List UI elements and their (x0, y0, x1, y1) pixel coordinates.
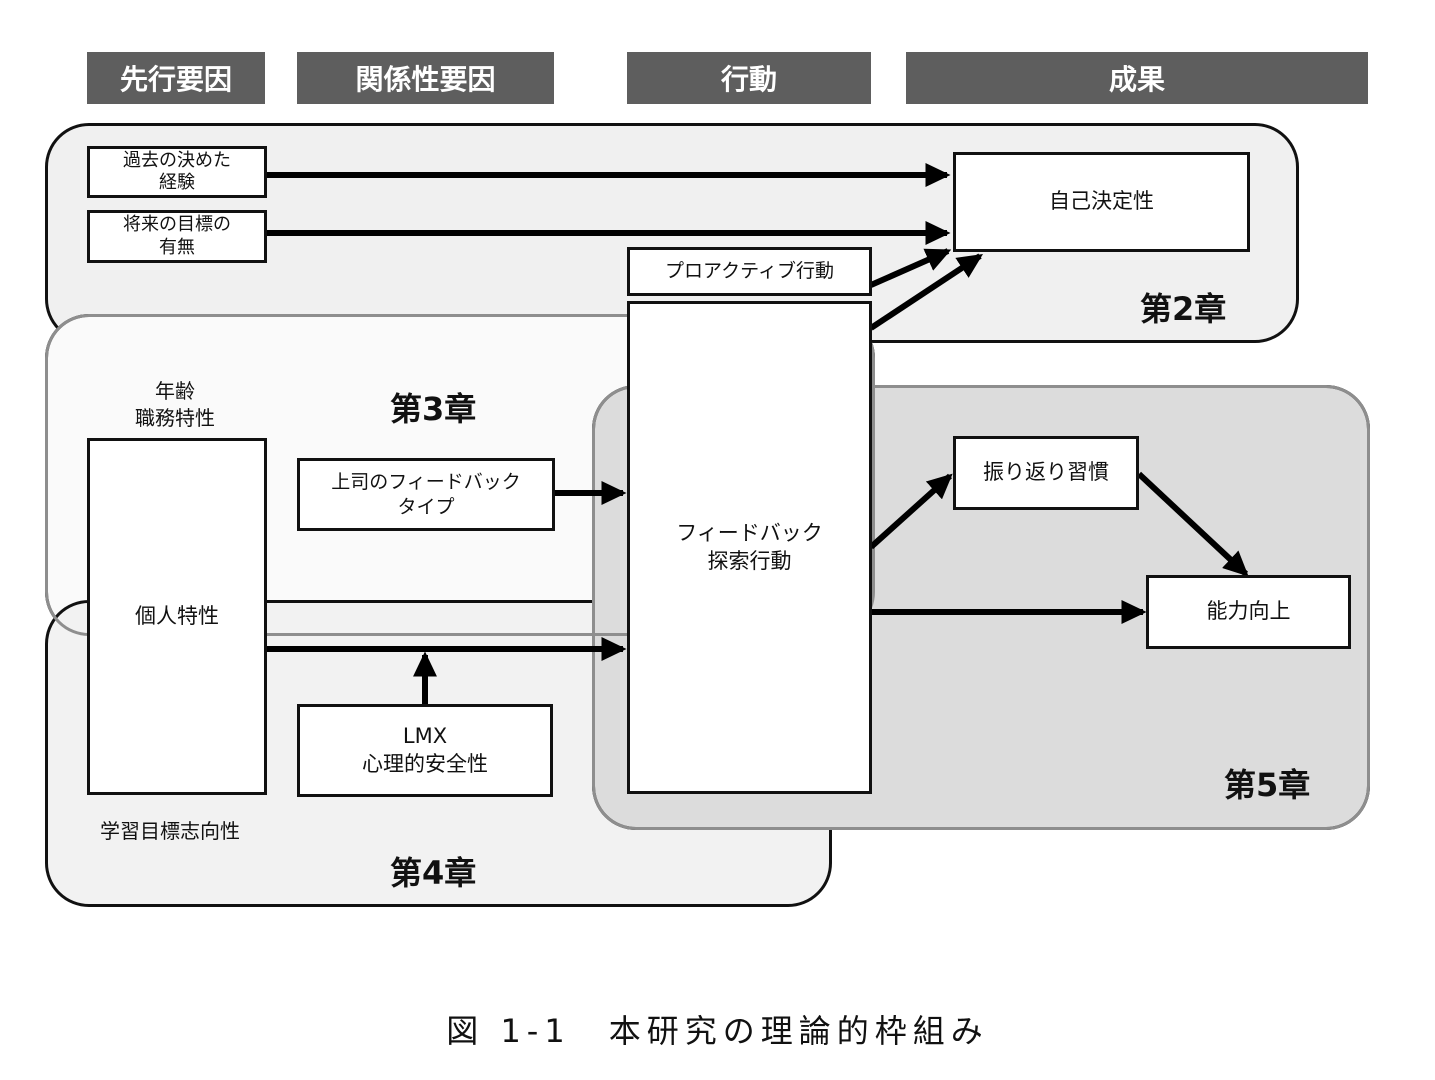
learning-goal-orientation-label: 学習目標志向性 (100, 819, 240, 843)
arrow-feedbackseeking-to-selfdetermination (869, 253, 984, 331)
lmx-psychological-safety-box: LMX 心理的安全性 (297, 704, 553, 797)
header-behavior: 行動 (627, 52, 871, 104)
header-outcomes: 成果 (906, 52, 1368, 104)
chapter-4-label: 第4章 (390, 854, 477, 892)
past-decision-experience-box: 過去の決めた 経験 (87, 146, 267, 198)
figure-caption: 図 1-1 本研究の理論的枠組み (446, 1012, 989, 1050)
proactive-behavior-box: プロアクティブ行動 (627, 247, 872, 296)
reflection-habit-box: 振り返り習慣 (953, 436, 1139, 510)
personal-traits-box: 個人特性 (87, 438, 267, 795)
supervisor-feedback-type-box: 上司のフィードバック タイプ (297, 458, 555, 531)
arrow-reflection-to-ability (1136, 471, 1249, 577)
chapter-5-label: 第5章 (1224, 766, 1311, 804)
chapter-3-outline (45, 314, 875, 636)
arrow-proactive-to-selfdetermination (869, 248, 952, 288)
feedback-seeking-behavior-box: フィードバック 探索行動 (627, 301, 872, 794)
future-goal-box: 将来の目標の 有無 (87, 210, 267, 263)
arrow-feedbackseeking-to-reflection (868, 473, 953, 550)
chapter-3-label: 第3章 (390, 390, 477, 428)
chapter-5-outline (592, 385, 1370, 830)
chapter-2-label: 第2章 (1140, 290, 1227, 328)
header-antecedents: 先行要因 (87, 52, 265, 104)
self-determination-box: 自己決定性 (953, 152, 1250, 252)
header-relational-factors: 関係性要因 (297, 52, 554, 104)
ability-improvement-box: 能力向上 (1146, 575, 1351, 649)
age-job-characteristics-label: 年齢 職務特性 (135, 379, 215, 430)
